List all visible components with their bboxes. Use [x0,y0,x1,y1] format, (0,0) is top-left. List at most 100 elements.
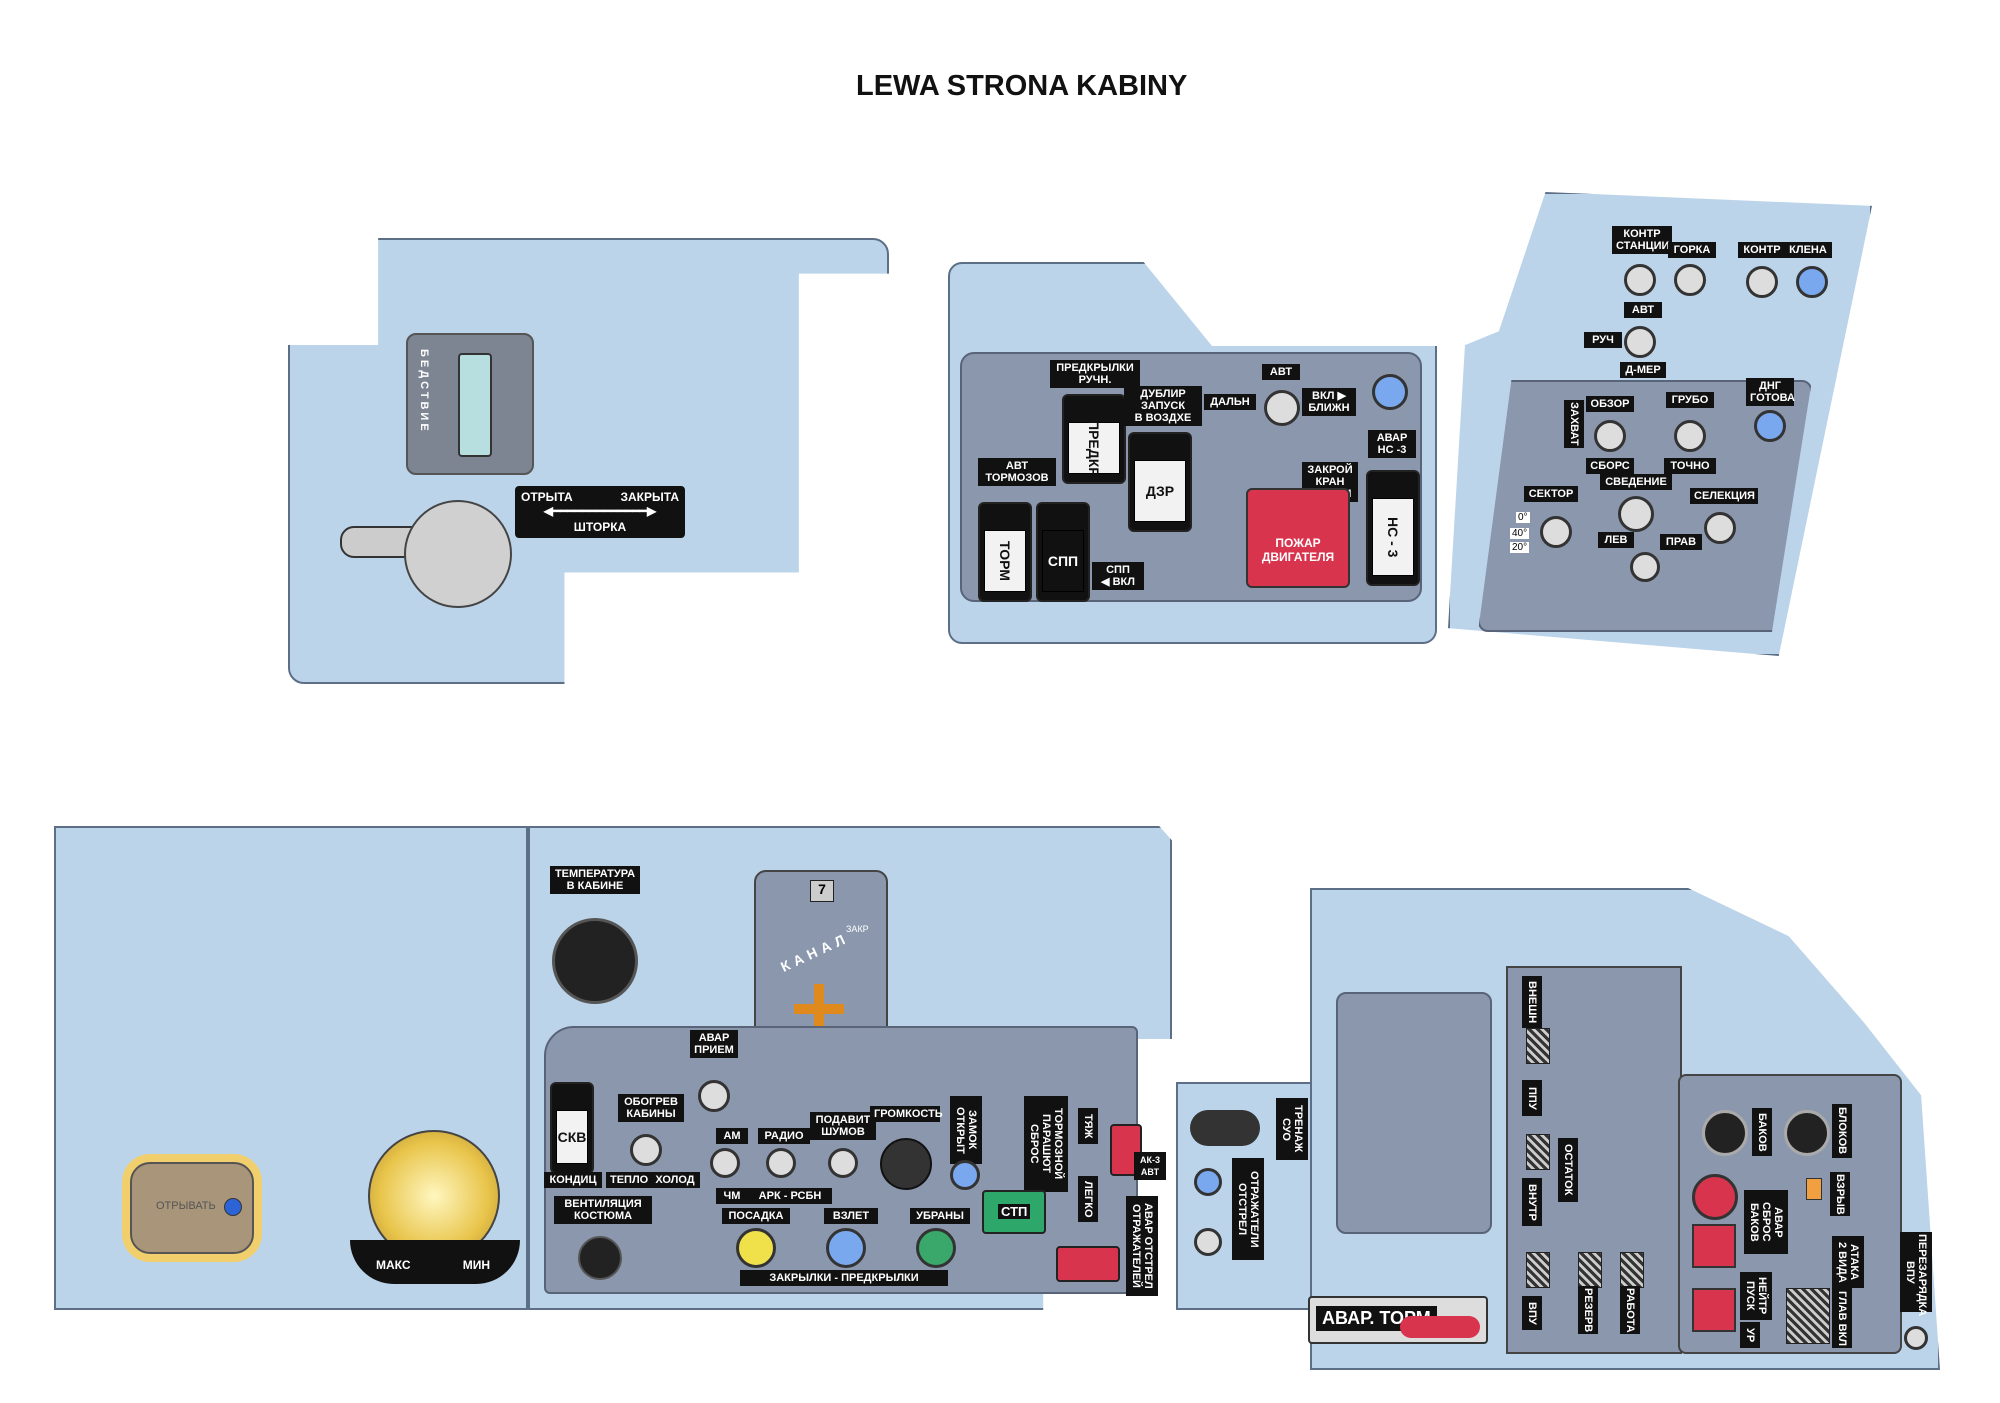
podavit-toggle[interactable] [828,1148,858,1178]
stp-button[interactable]: СТП [982,1190,1046,1234]
sbros-label: СБОРС [1586,458,1634,474]
trenazh-button[interactable] [1190,1110,1260,1146]
dng-label: ДНГ ГОТОВА [1746,378,1795,406]
bakov-red-square[interactable] [1692,1224,1736,1268]
klena-label: КЛЕНА [1784,242,1832,258]
otrazhateli-button[interactable] [1194,1228,1222,1256]
zakr-label: ЗАКР [846,924,869,934]
gromkost-label: ГРОМКОСТЬ [870,1106,943,1122]
trenazh-label: ТРЕНАЖ СУО [1276,1098,1308,1160]
bedstvie-box: БЕДСТВИЕ [406,333,534,475]
ostatok-label: ОСТАТОК [1558,1138,1578,1202]
radio-label: РАДИО [758,1128,810,1144]
channel-number: 7 [810,880,834,902]
avar-priem-toggle[interactable] [698,1080,730,1112]
bakov-knob[interactable] [1702,1110,1748,1156]
bedstvie-label: БЕДСТВИЕ [418,349,430,434]
zakrylki-label: ЗАКРЫЛКИ - ПРЕДКРЫЛКИ [740,1270,948,1286]
ataka-label: АТАКА 2 ВИДА [1832,1236,1864,1288]
podavit-label: ПОДАВИТ ШУМОВ [810,1112,876,1140]
posadka-label: ПОСАДКА [722,1208,790,1224]
ppu-lamp [1526,1134,1550,1170]
lev-label: ЛЕВ [1598,532,1634,548]
zakryta-label: ЗАКРЫТА [620,490,680,504]
otryvat-handle[interactable]: ОТРЫВАТЬ [130,1162,254,1254]
bedstvie-switch[interactable] [458,353,492,457]
am-label: АМ [716,1128,748,1144]
dublir-label: ДУБЛИР ЗАПУСК В ВОЗДХЕ [1124,386,1202,426]
predkr-switch[interactable]: ПРЕДКР [1062,394,1126,484]
min-label: МИН [462,1258,490,1272]
obogrev-label: ОБОГРЕВ КАБИНЫ [618,1094,684,1122]
rabota-label: РАБОТА [1620,1286,1640,1334]
weapons-panel: БАКОВ БЛОКОВ АВАР СБРОС БАКОВ НЕЙТР ПУСК… [1678,1074,1902,1354]
legko-label: ЛЕГКО [1078,1176,1098,1222]
obogrev-toggle[interactable] [630,1134,662,1166]
tochno-label: ТОЧНО [1664,458,1716,474]
blokov-knob[interactable] [1784,1110,1830,1156]
avt-label: АВТ [1262,364,1300,380]
kontr-klena-button[interactable] [1746,266,1778,298]
tormoz-label: ТОРМОЗНОЙ ПАРАШЮТ СБРОС [1024,1096,1068,1192]
arrows: ◀━━━━━━━━━━━━━▶ [543,504,657,518]
am-chm-toggle[interactable] [710,1148,740,1178]
avar-priem-label: АВАР ПРИЕМ [690,1030,738,1058]
svedenie-knob[interactable] [1618,496,1654,532]
selekcia-toggle[interactable] [1704,512,1736,544]
dalnii-blizhn-toggle[interactable] [1264,390,1300,426]
vkl-blizhn-label: ВКЛ ▶ БЛИЖН [1302,388,1356,416]
shtorka-label: ШТОРКА [573,520,627,534]
dng-light [1754,410,1786,442]
skv-switch[interactable]: СКВ [550,1082,594,1174]
chm-label: ЧМ [716,1188,748,1204]
predkr-face: ПРЕДКР [1068,420,1120,476]
tyazh-legko-switch[interactable] [1110,1124,1142,1176]
shtorka-base [404,500,512,608]
avar-otstrel-switch[interactable] [1056,1246,1120,1282]
kanal-label: КАНАЛ [778,929,852,975]
bakov-label: БАКОВ [1752,1108,1772,1156]
skv-face: СКВ [556,1110,588,1164]
vpu-label: ВПУ [1522,1296,1542,1330]
temp-label: ТЕМПЕРАТУРА В КАБИНЕ [550,866,640,894]
avt-mode-label: АВТ [1624,302,1662,318]
avt-tormozov-label: АВТ ТОРМОЗОВ [978,458,1056,486]
kontr-stancii-button[interactable] [1624,264,1656,296]
avar-torm-grip [1400,1316,1480,1338]
lev-prav-knob[interactable] [1630,552,1660,582]
zahvat-toggle[interactable] [1594,420,1626,452]
selekcia-label: СЕЛЕКЦИЯ [1690,488,1758,504]
kontr-stancii-label: КОНТР СТАНЦИИ [1612,226,1672,254]
torm-switch[interactable]: ТОРМ [978,502,1032,602]
ventil-knob[interactable] [578,1236,622,1280]
glav-vkl-guard[interactable] [1786,1288,1830,1344]
ppu-label: ППУ [1522,1080,1542,1116]
maks-label: МАКС [376,1258,411,1272]
peresarka-button[interactable] [1904,1326,1928,1350]
ur-label: УР [1740,1322,1760,1348]
kontr-label: КОНТР [1738,242,1786,258]
rabota-lamp [1620,1252,1644,1288]
gorka-toggle[interactable] [1674,264,1706,296]
avar-sbros-button[interactable] [1692,1174,1738,1220]
rezerv-lamp [1578,1252,1602,1288]
grubo-tochno-toggle[interactable] [1674,420,1706,452]
dzr-switch[interactable]: ДЗР [1128,432,1192,532]
tyazh-label: ТЯЖ [1078,1108,1098,1144]
avar-torm-handle[interactable]: АВАР. ТОРМ [1308,1296,1488,1344]
spp-switch[interactable]: СПП [1036,502,1090,602]
temp-dial[interactable] [552,918,638,1004]
ur-red-square[interactable] [1692,1288,1736,1332]
predkrylki-label: ПРЕДКРЫЛКИ РУЧН. [1050,360,1140,388]
pozhar-label: ПОЖАР ДВИГАТЕЛЯ [1261,536,1335,564]
pozhar-button[interactable]: ПОЖАР ДВИГАТЕЛЯ [1246,488,1350,588]
teplo-label: ТЕПЛО [606,1172,652,1188]
klena-light [1796,266,1828,298]
avt-ruch-toggle[interactable] [1624,326,1656,358]
ak3-label: АК-3 АВТ [1134,1152,1166,1180]
radio-toggle[interactable] [766,1148,796,1178]
rezerv-label: РЕЗЕРВ [1578,1286,1598,1334]
sektor-toggle[interactable] [1540,516,1572,548]
ns3-switch[interactable]: НС - 3 [1366,470,1420,586]
gromkost-knob[interactable] [880,1138,932,1190]
